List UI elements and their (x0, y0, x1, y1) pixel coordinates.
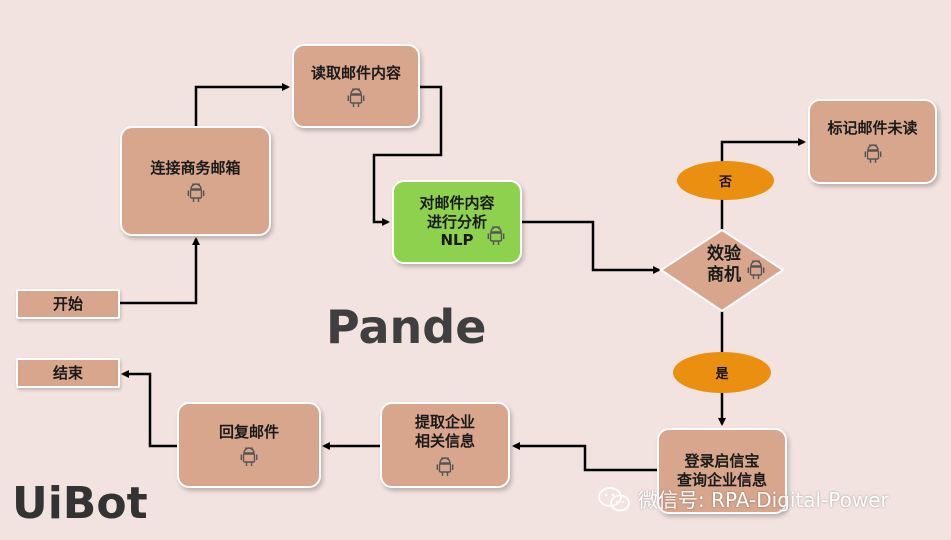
android-robot-icon (864, 143, 881, 163)
pande-logo-text: Pande (326, 300, 487, 354)
login-label-line2: 查询企业信息 (676, 471, 767, 489)
validate-diamond (659, 228, 785, 313)
extract-info-node: 提取企业 相关信息 (380, 402, 510, 488)
android-robot-icon (747, 260, 765, 279)
analyze-label-line2: 进行分析 (426, 212, 487, 231)
start-node: 开始 (16, 289, 120, 319)
connect-mailbox-label: 连接商务邮箱 (150, 158, 241, 177)
wechat-icon (598, 486, 630, 511)
watermark-text: 微信号: RPA-Digital-Power (638, 488, 889, 512)
wechat-watermark: 微信号: RPA-Digital-Power (596, 484, 889, 513)
connector-connect-to-read (194, 83, 290, 127)
read-mail-label: 读取邮件内容 (310, 63, 401, 82)
read-mail-node: 读取邮件内容 (292, 44, 420, 128)
connector-analyze-to-validate (522, 220, 661, 274)
extract-label-line2: 相关信息 (414, 432, 475, 450)
android-robot-icon (436, 456, 454, 476)
mark-unread-node: 标记邮件未读 (808, 99, 937, 184)
android-robot-icon (240, 447, 258, 467)
reply-mail-node: 回复邮件 (177, 402, 321, 488)
validate-label: 效验 商机 (676, 244, 772, 294)
analyze-nlp-node: 对邮件内容 进行分析 NLP (392, 180, 522, 264)
branch-yes-label: 是 (715, 367, 729, 382)
uibot-logo-text: UiBot (12, 478, 148, 529)
branch-no-label: 否 (718, 175, 732, 190)
validate-label-line1: 效验 (707, 244, 741, 264)
branch-yes-ellipse: 是 (673, 352, 771, 393)
login-label-line1: 登录启信宝 (684, 452, 760, 471)
login-qixinbao-node: 登录启信宝 查询企业信息 (657, 428, 787, 514)
connector-no-to-mark (720, 138, 806, 162)
end-node: 结束 (16, 358, 120, 388)
connector-read-to-analyze (372, 85, 443, 226)
connector-reply-to-end (121, 370, 177, 448)
end-label: 结束 (52, 363, 83, 382)
analyze-label-line1: 对邮件内容 (419, 193, 495, 212)
connect-mailbox-node: 连接商务邮箱 (120, 126, 271, 236)
connector-start-to-connect (120, 237, 200, 305)
android-robot-icon (187, 183, 204, 203)
start-label: 开始 (52, 294, 83, 313)
extract-label-line1: 提取企业 (414, 413, 475, 432)
validate-label-line2: 商机 (707, 265, 741, 286)
mark-unread-label: 标记邮件未读 (827, 119, 918, 138)
connector-login-to-extract (512, 442, 658, 472)
analyze-label-line3: NLP (440, 231, 474, 250)
reply-mail-label: 回复邮件 (218, 422, 279, 441)
android-robot-icon (347, 88, 365, 108)
branch-no-ellipse: 否 (677, 161, 774, 200)
android-robot-icon (487, 226, 505, 245)
